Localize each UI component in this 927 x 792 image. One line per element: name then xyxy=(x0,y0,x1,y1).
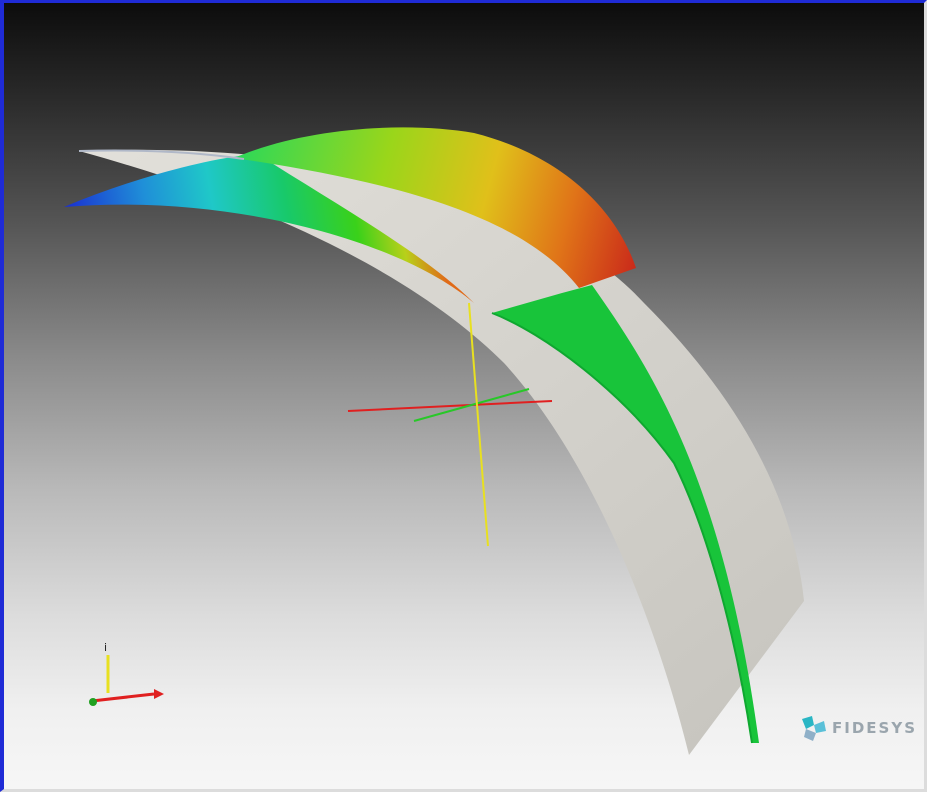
fidesys-logo: FIDESYS xyxy=(796,711,917,745)
origin-y-axis xyxy=(413,388,530,422)
shell-edge xyxy=(78,149,245,160)
orientation-triad xyxy=(89,655,164,706)
3d-scene xyxy=(64,127,804,756)
stress-band-top xyxy=(234,127,636,289)
origin-x-axis xyxy=(347,400,553,412)
shell-surface xyxy=(79,149,804,756)
fidesys-logo-text: FIDESYS xyxy=(832,719,917,737)
stress-band-left xyxy=(64,154,474,303)
stress-band-green-edge xyxy=(491,312,753,744)
origin-z-axis xyxy=(468,302,489,547)
triad-z-label: i xyxy=(104,641,108,654)
3d-viewport[interactable]: i FIDESYS xyxy=(4,3,924,789)
fidesys-logo-icon xyxy=(802,716,826,741)
stress-band-green xyxy=(492,285,759,743)
